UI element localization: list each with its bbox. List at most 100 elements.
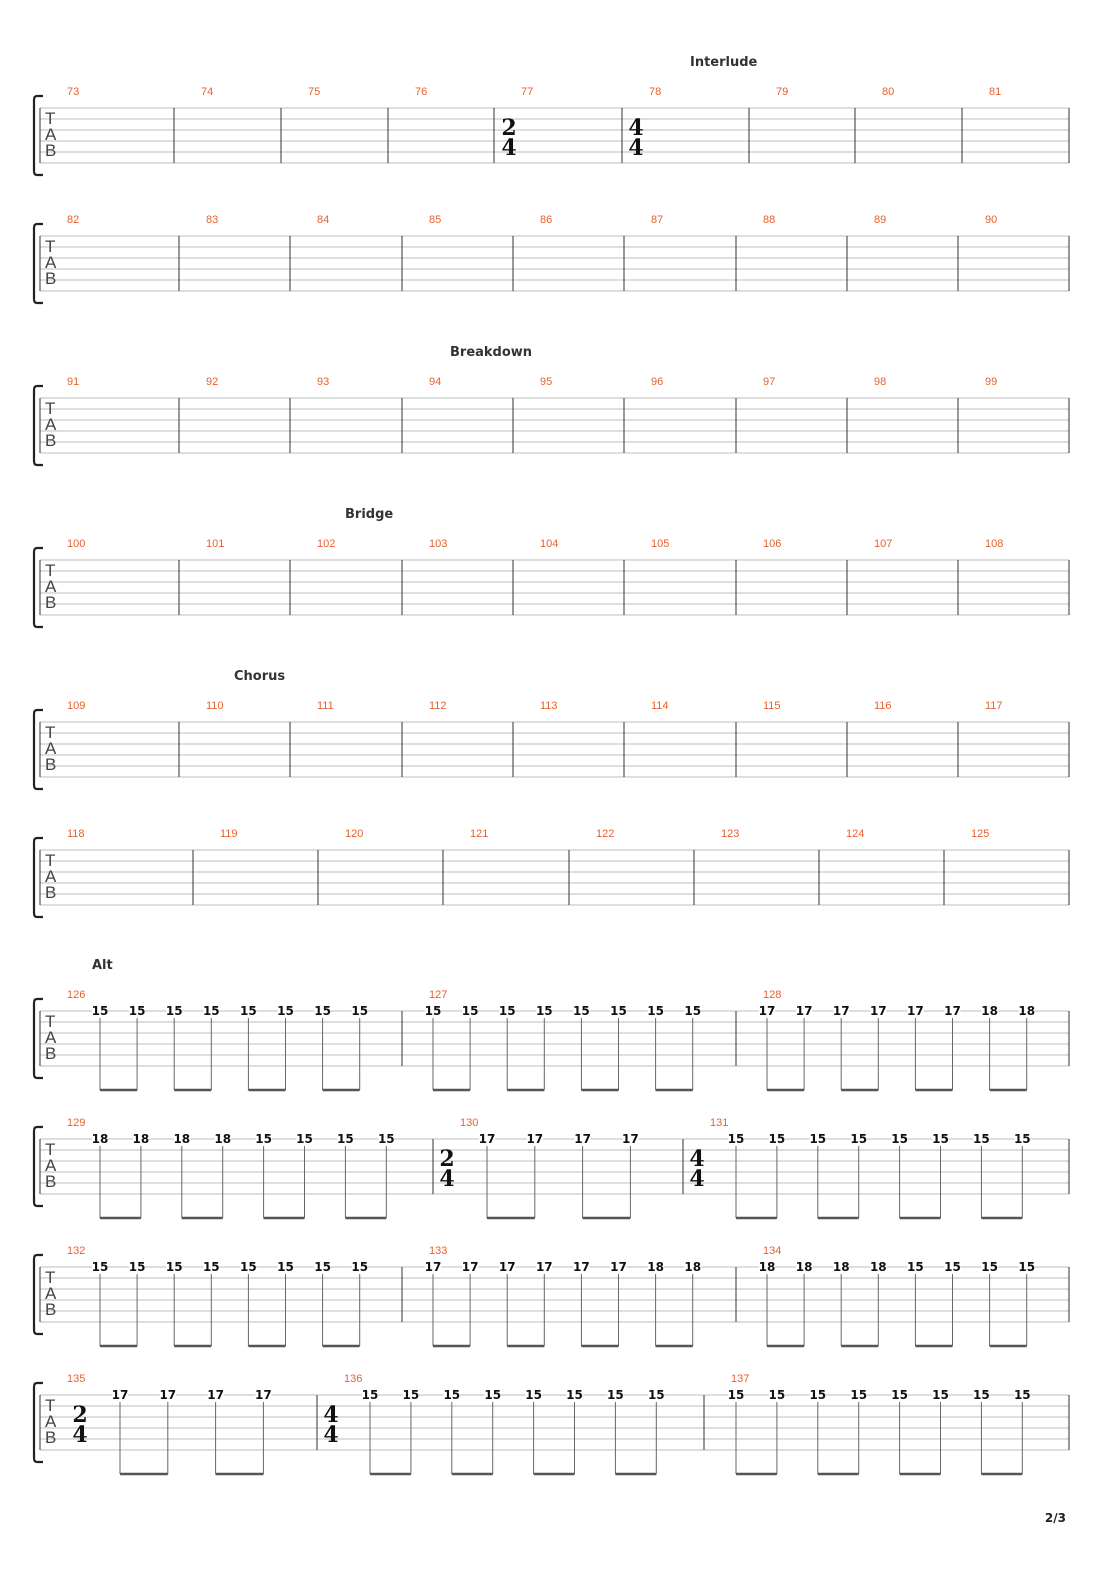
note-knockout: [499, 1004, 516, 1017]
fret-number: 15: [403, 1388, 420, 1402]
fret-number: 15: [337, 1132, 354, 1146]
measure-number: 130: [460, 1117, 478, 1129]
note-knockout: [425, 1004, 441, 1017]
time-signature-top: 4: [628, 115, 643, 141]
measure-number: 131: [710, 1117, 728, 1129]
tab-clef-letter: A: [45, 1156, 57, 1175]
note-knockout: [443, 1388, 460, 1401]
measure-number: 89: [874, 214, 886, 226]
note-knockout: [907, 1004, 924, 1017]
note-knockout: [622, 1132, 639, 1145]
fret-number: 17: [944, 1004, 961, 1018]
fret-number: 15: [566, 1388, 583, 1402]
fret-number: 15: [255, 1132, 272, 1146]
measure-number: 117: [985, 700, 1003, 712]
note-knockout: [768, 1132, 785, 1145]
measure-number: 118: [67, 828, 85, 840]
measure-number: 137: [731, 1373, 749, 1385]
fret-number: 18: [173, 1132, 190, 1146]
fret-number: 15: [1018, 1260, 1035, 1274]
fret-number: 15: [769, 1132, 786, 1146]
measure-number: 128: [763, 989, 781, 1001]
section-label: Alt: [92, 958, 113, 973]
note-knockout: [759, 1004, 775, 1017]
fret-number: 15: [610, 1004, 627, 1018]
section-label: Chorus: [234, 669, 285, 684]
note-knockout: [1014, 1388, 1031, 1401]
measure-number: 112: [429, 700, 447, 712]
measure-number: 106: [763, 538, 781, 550]
measure-number: 135: [67, 1373, 85, 1385]
system-bracket: [32, 1253, 43, 1336]
fret-number: 17: [536, 1260, 553, 1274]
fret-number: 15: [166, 1260, 183, 1274]
measure-number: 101: [206, 538, 224, 550]
tab-clef-letter: A: [45, 415, 57, 434]
note-knockout: [647, 1004, 664, 1017]
measure-number: 94: [429, 376, 441, 388]
note-knockout: [796, 1260, 813, 1273]
note-knockout: [981, 1004, 998, 1017]
fret-number: 15: [728, 1388, 745, 1402]
note-knockout: [207, 1388, 224, 1401]
note-knockout: [684, 1004, 701, 1017]
measure-number: 79: [776, 86, 788, 98]
measure-number: 100: [67, 538, 85, 550]
note-knockout: [981, 1260, 998, 1273]
note-knockout: [129, 1004, 146, 1017]
system-bracket: [32, 997, 43, 1080]
fret-number: 17: [159, 1388, 176, 1402]
fret-number: 18: [796, 1260, 813, 1274]
fret-number: 15: [314, 1004, 331, 1018]
measure-number: 132: [67, 1245, 85, 1257]
note-knockout: [728, 1132, 744, 1145]
time-signature-bottom: 4: [689, 1166, 704, 1192]
fret-number: 18: [870, 1260, 887, 1274]
note-knockout: [647, 1260, 664, 1273]
tab-clef-letter: A: [45, 739, 57, 758]
fret-number: 15: [907, 1260, 924, 1274]
fret-number: 18: [684, 1260, 701, 1274]
measure-number: 136: [344, 1373, 362, 1385]
fret-number: 15: [203, 1004, 220, 1018]
note-knockout: [296, 1132, 313, 1145]
time-signature-bottom: 4: [501, 135, 516, 161]
system-bracket: [32, 1125, 43, 1208]
note-knockout: [768, 1388, 785, 1401]
section-label: Interlude: [690, 55, 758, 70]
measure-number: 98: [874, 376, 886, 388]
measure-number: 97: [763, 376, 775, 388]
note-knockout: [314, 1004, 331, 1017]
note-knockout: [907, 1260, 924, 1273]
measure-number: 87: [651, 214, 663, 226]
note-knockout: [277, 1004, 294, 1017]
fret-number: 15: [203, 1260, 220, 1274]
fret-number: 15: [973, 1132, 990, 1146]
tab-clef-letter: A: [45, 867, 57, 886]
measure-number: 103: [429, 538, 447, 550]
fret-number: 15: [809, 1132, 826, 1146]
fret-number: 18: [647, 1260, 664, 1274]
fret-number: 15: [362, 1388, 379, 1402]
measure-number: 82: [67, 214, 79, 226]
fret-number: 15: [92, 1260, 109, 1274]
time-signature-top: 2: [72, 1402, 87, 1428]
measure-number: 81: [989, 86, 1001, 98]
fret-number: 15: [525, 1388, 542, 1402]
tab-clef-letter: B: [45, 269, 56, 288]
fret-number: 17: [622, 1132, 639, 1146]
note-knockout: [92, 1132, 108, 1145]
measure-number: 91: [67, 376, 79, 388]
tab-clef-letter: A: [45, 253, 57, 272]
note-knockout: [610, 1260, 627, 1273]
note-knockout: [462, 1004, 479, 1017]
note-knockout: [255, 1132, 272, 1145]
note-knockout: [850, 1132, 867, 1145]
